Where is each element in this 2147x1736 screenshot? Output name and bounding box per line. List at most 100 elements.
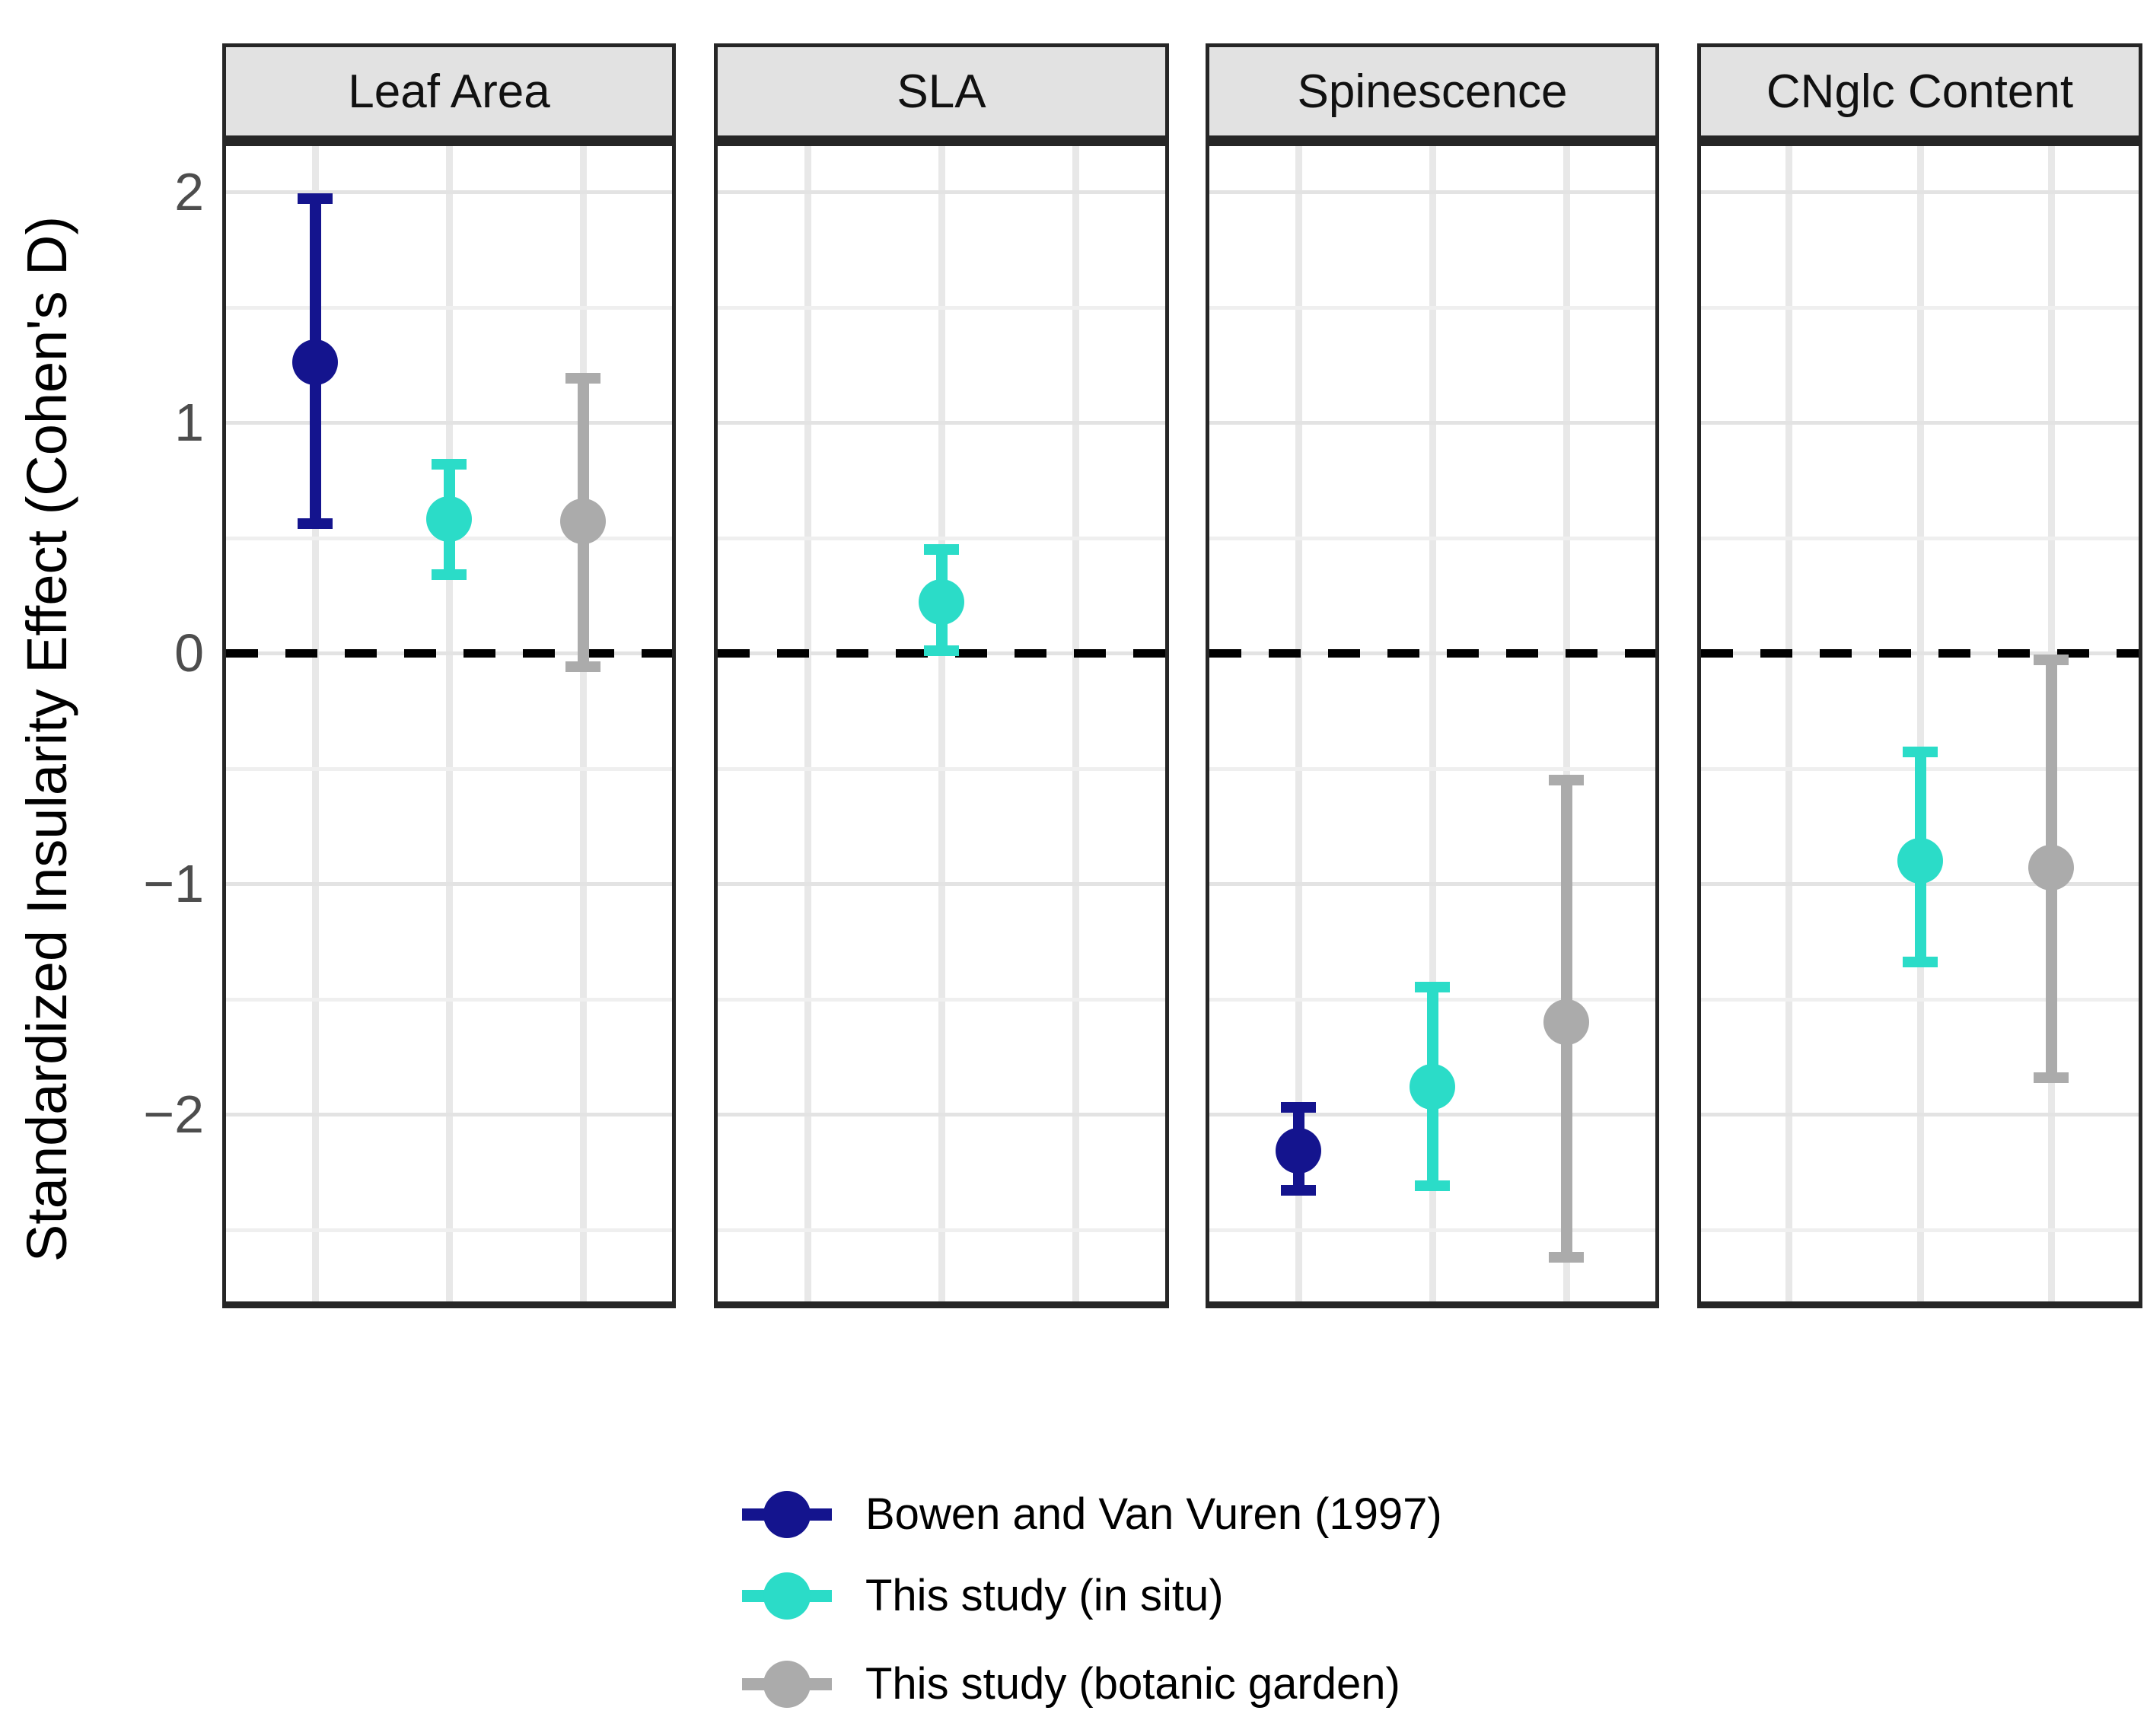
vertical-gridline [1563, 146, 1570, 1301]
facet-panel-sla: SLA [714, 43, 1169, 1308]
minor-gridline [718, 537, 1165, 540]
y-tick-label: 1 [174, 393, 204, 452]
legend-row: This study (botanic garden) [742, 1658, 1400, 1709]
minor-gridline [718, 1228, 1165, 1232]
errorbar-cap [432, 459, 467, 470]
facet-header: Leaf Area [222, 43, 676, 146]
panel-plot-area [1697, 146, 2142, 1308]
major-gridline [226, 421, 672, 425]
legend-row: This study (in situ) [742, 1570, 1224, 1621]
major-gridline [226, 190, 672, 194]
major-gridline [1701, 1113, 2139, 1116]
facet-header: Spinescence [1206, 43, 1659, 146]
major-gridline [226, 1113, 672, 1116]
facet-panel-leaf-area: Leaf Area [222, 43, 676, 1308]
minor-gridline [1701, 998, 2139, 1002]
major-gridline [718, 1113, 1165, 1116]
major-gridline [1209, 882, 1655, 886]
point-marker [1897, 838, 1943, 884]
minor-gridline [1701, 1228, 2139, 1232]
point-marker [1410, 1064, 1455, 1110]
minor-gridline [1209, 537, 1655, 540]
errorbar-cap [1415, 1180, 1450, 1191]
errorbar-cap [2034, 655, 2069, 665]
major-gridline [226, 882, 672, 886]
minor-gridline [1209, 306, 1655, 310]
facet-panel-spinescence: Spinescence [1206, 43, 1659, 1308]
zero-reference-line [1701, 649, 2139, 658]
errorbar-cap [432, 569, 467, 580]
major-gridline [718, 421, 1165, 425]
major-gridline [1209, 190, 1655, 194]
legend-key-icon [742, 1660, 832, 1709]
errorbar-cap [298, 518, 333, 529]
point-marker [1543, 999, 1589, 1045]
major-gridline [718, 190, 1165, 194]
errorbar-cap [298, 193, 333, 204]
vertical-gridline [1785, 146, 1792, 1301]
errorbar-cap [1549, 775, 1584, 785]
major-gridline [1209, 421, 1655, 425]
minor-gridline [1209, 767, 1655, 771]
minor-gridline [718, 306, 1165, 310]
minor-gridline [718, 998, 1165, 1002]
point-marker [1276, 1128, 1321, 1174]
vertical-gridline [1917, 146, 1924, 1301]
minor-gridline [226, 767, 672, 771]
legend-key-circle [763, 1660, 811, 1708]
legend-label: This study (botanic garden) [865, 1659, 1400, 1709]
errorbar-cap [1415, 982, 1450, 992]
vertical-gridline [1072, 146, 1079, 1301]
point-marker [2028, 845, 2074, 890]
point-marker [919, 579, 964, 625]
point-marker [426, 496, 472, 542]
vertical-gridline [1295, 146, 1302, 1301]
errorbar-cap [1903, 747, 1938, 757]
legend-key-icon [742, 1490, 832, 1539]
facet-header: CNglc Content [1697, 43, 2142, 146]
minor-gridline [226, 1228, 672, 1232]
facet-panel-cnglc-content: CNglc Content [1697, 43, 2142, 1308]
major-gridline [1701, 190, 2139, 194]
y-tick-label: 0 [174, 623, 204, 683]
zero-reference-line [1209, 649, 1655, 658]
legend-key-circle [763, 1572, 811, 1620]
y-tick-label: −1 [143, 854, 204, 913]
vertical-gridline [1429, 146, 1436, 1301]
errorbar-cap [1549, 1252, 1584, 1263]
vertical-gridline [312, 146, 319, 1301]
minor-gridline [718, 767, 1165, 771]
point-marker [560, 499, 606, 544]
legend-key-circle [763, 1490, 811, 1538]
errorbar-cap [1903, 957, 1938, 967]
minor-gridline [1701, 306, 2139, 310]
vertical-gridline [580, 146, 587, 1301]
vertical-gridline [446, 146, 453, 1301]
errorbar-cap [1281, 1102, 1316, 1113]
legend-row: Bowen and Van Vuren (1997) [742, 1489, 1442, 1540]
legend-label: This study (in situ) [865, 1571, 1224, 1620]
major-gridline [718, 882, 1165, 886]
y-tick-label: 2 [174, 162, 204, 221]
zero-reference-line [226, 649, 672, 658]
legend-key-icon [742, 1572, 832, 1620]
errorbar-cap [565, 373, 600, 384]
errorbar-cap [2034, 1072, 2069, 1083]
errorbar-cap [924, 645, 959, 656]
minor-gridline [1701, 537, 2139, 540]
errorbar-cap [565, 661, 600, 672]
minor-gridline [226, 998, 672, 1002]
y-tick-label: −2 [143, 1085, 204, 1144]
vertical-gridline [938, 146, 945, 1301]
errorbar-cap [924, 544, 959, 555]
panel-plot-area [714, 146, 1169, 1308]
major-gridline [1701, 421, 2139, 425]
vertical-gridline [804, 146, 811, 1301]
minor-gridline [1209, 1228, 1655, 1232]
point-marker [292, 339, 338, 385]
minor-gridline [226, 306, 672, 310]
panel-plot-area [1206, 146, 1659, 1308]
y-axis-title: Standardized Insularity Effect (Cohen's … [15, 215, 78, 1263]
panel-plot-area [222, 146, 676, 1308]
